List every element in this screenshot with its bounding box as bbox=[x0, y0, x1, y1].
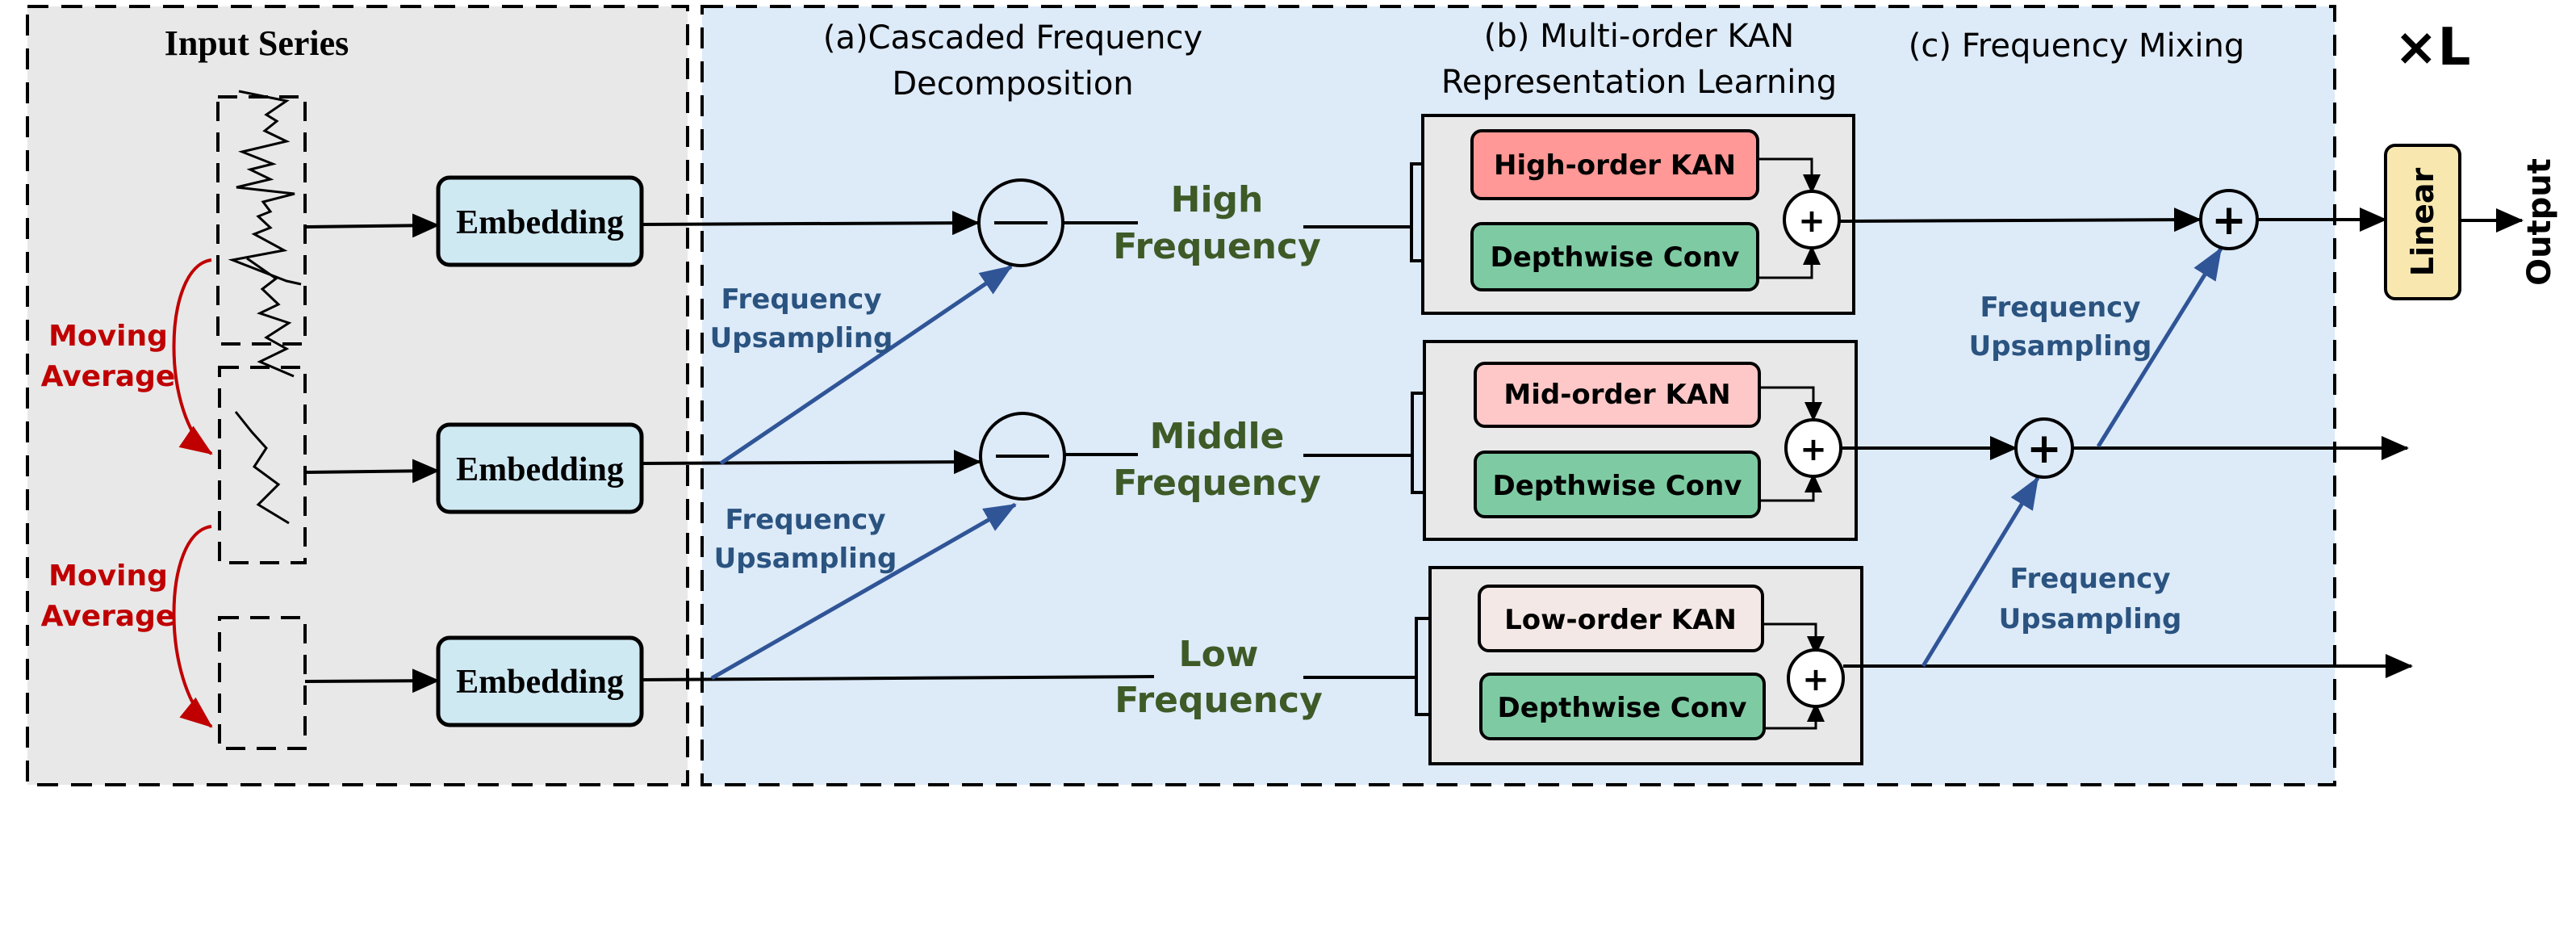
svg-text:Representation Learning: Representation Learning bbox=[1441, 64, 1837, 101]
svg-text:Frequency: Frequency bbox=[725, 504, 885, 536]
series-box-middle bbox=[218, 257, 307, 564]
arrow-series-to-embedding-2 bbox=[303, 459, 440, 484]
depthwise-conv-low bbox=[1479, 673, 1766, 740]
svg-text:Upsampling: Upsampling bbox=[714, 543, 897, 575]
depthwise-conv-high bbox=[1470, 222, 1759, 291]
svg-text:+: + bbox=[2026, 425, 2062, 473]
svg-text:Upsampling: Upsampling bbox=[710, 322, 893, 354]
svg-text:Depthwise Conv: Depthwise Conv bbox=[1491, 241, 1740, 274]
svg-text:(b) Multi-order KAN: (b) Multi-order KAN bbox=[1484, 18, 1794, 55]
arrow-series-to-embedding-1 bbox=[304, 213, 440, 238]
upsampling-label-4: Frequency Upsampling bbox=[1999, 563, 2182, 635]
linear-block: Linear bbox=[2384, 144, 2461, 300]
line-embedding3-to-low bbox=[641, 675, 1155, 681]
band-label-middle: Middle Frequency bbox=[1113, 416, 1321, 504]
svg-text:Mid-order KAN: Mid-order KAN bbox=[1503, 379, 1730, 411]
svg-text:Embedding: Embedding bbox=[456, 204, 624, 241]
svg-text:Frequency: Frequency bbox=[1113, 463, 1321, 504]
svg-text:Frequency: Frequency bbox=[2009, 563, 2170, 595]
section-b-title: (b) Multi-order KAN Representation Learn… bbox=[1441, 18, 1837, 101]
svg-text:+: + bbox=[2211, 196, 2247, 245]
svg-text:Frequency: Frequency bbox=[721, 283, 881, 316]
kan-block-low: Low-order KAN Depthwise Conv + bbox=[1428, 566, 1863, 765]
high-order-kan bbox=[1470, 129, 1759, 200]
svg-text:+: + bbox=[1798, 203, 1825, 240]
series-box-low bbox=[218, 411, 307, 750]
svg-text:High: High bbox=[1171, 179, 1264, 220]
svg-text:Middle: Middle bbox=[1150, 416, 1285, 457]
svg-text:Embedding: Embedding bbox=[456, 664, 624, 701]
svg-text:Linear: Linear bbox=[2405, 168, 2440, 277]
depthwise-conv-middle bbox=[1474, 451, 1761, 518]
svg-text:Low: Low bbox=[1179, 634, 1259, 675]
moving-average-label-1: Moving Average bbox=[41, 320, 176, 393]
svg-text:Embedding: Embedding bbox=[456, 451, 624, 488]
svg-text:High-order KAN: High-order KAN bbox=[1494, 149, 1736, 182]
svg-text:+: + bbox=[1802, 661, 1830, 698]
moving-average-label-2: Moving Average bbox=[41, 560, 176, 633]
output-label: Output bbox=[2521, 158, 2558, 286]
svg-text:Low-order KAN: Low-order KAN bbox=[1504, 604, 1737, 636]
upsampling-label-3: Frequency Upsampling bbox=[1969, 291, 2152, 363]
svg-text:Moving: Moving bbox=[48, 560, 168, 593]
mid-order-kan bbox=[1474, 362, 1761, 428]
embedding-block-2: Embedding bbox=[436, 422, 644, 514]
kan-block-middle: Mid-order KAN Depthwise Conv + bbox=[1423, 340, 1858, 541]
waveform-high bbox=[228, 90, 302, 286]
moving-average-arrow-2 bbox=[172, 525, 213, 728]
band-label-low: Low Frequency bbox=[1114, 634, 1323, 721]
arrow-embedding2-to-subtract2 bbox=[641, 450, 981, 475]
svg-text:Moving: Moving bbox=[48, 320, 168, 353]
low-order-kan bbox=[1478, 585, 1764, 652]
svg-text:Depthwise Conv: Depthwise Conv bbox=[1493, 470, 1742, 502]
add-operator-high: + bbox=[1783, 190, 1841, 249]
add-operator-middle: + bbox=[1784, 418, 1842, 478]
section-c-title: (c) Frequency Mixing bbox=[1909, 27, 2244, 65]
upsampling-label-2: Frequency Upsampling bbox=[714, 504, 897, 575]
moving-average-arrow-1 bbox=[172, 258, 213, 455]
waveform-middle bbox=[246, 257, 295, 378]
svg-text:Frequency: Frequency bbox=[1980, 291, 2140, 324]
svg-text:(c) Frequency Mixing: (c) Frequency Mixing bbox=[1909, 27, 2244, 65]
subtract-operator-1 bbox=[977, 178, 1064, 267]
add-operator-low: + bbox=[1787, 648, 1845, 708]
arrow-embedding1-to-subtract1 bbox=[641, 211, 980, 236]
svg-text:Average: Average bbox=[41, 360, 176, 393]
embedding-block-3: Embedding bbox=[436, 635, 644, 727]
repeat-label: ×L bbox=[2394, 18, 2470, 78]
arrow-high-to-mix bbox=[1838, 207, 2202, 233]
svg-text:Frequency: Frequency bbox=[1113, 226, 1321, 267]
upsampling-arrow-middle-to-high-mix bbox=[2096, 247, 2223, 448]
kan-block-high: High-order KAN Depthwise Conv + bbox=[1421, 114, 1855, 315]
svg-text:Decomposition: Decomposition bbox=[892, 65, 1133, 103]
section-a-title: (a)Cascaded Frequency Decomposition bbox=[823, 19, 1202, 103]
upsampling-arrow-low-to-middle-mix bbox=[1921, 476, 2040, 668]
mix-add-operator-top: + bbox=[2199, 189, 2259, 250]
svg-text:Upsampling: Upsampling bbox=[1969, 330, 2152, 363]
svg-text:Upsampling: Upsampling bbox=[1999, 603, 2182, 635]
mix-add-operator-middle: + bbox=[2014, 417, 2074, 479]
upsampling-label-1: Frequency Upsampling bbox=[710, 283, 893, 354]
svg-text:Frequency: Frequency bbox=[1114, 680, 1323, 721]
input-series-title: Input Series bbox=[165, 23, 349, 63]
svg-text:(a)Cascaded Frequency: (a)Cascaded Frequency bbox=[823, 19, 1202, 57]
band-label-high: High Frequency bbox=[1113, 179, 1321, 267]
upsampling-arrow-low-to-mid bbox=[710, 502, 1017, 681]
waveform-low bbox=[234, 411, 290, 525]
svg-text:+: + bbox=[1800, 431, 1827, 468]
svg-text:Average: Average bbox=[41, 600, 176, 633]
svg-text:Depthwise Conv: Depthwise Conv bbox=[1498, 692, 1747, 724]
upsampling-arrow-mid-to-high bbox=[719, 264, 1013, 466]
embedding-block-1: Embedding bbox=[436, 175, 644, 267]
subtract-operator-2 bbox=[979, 412, 1066, 501]
series-box-high bbox=[216, 90, 307, 346]
